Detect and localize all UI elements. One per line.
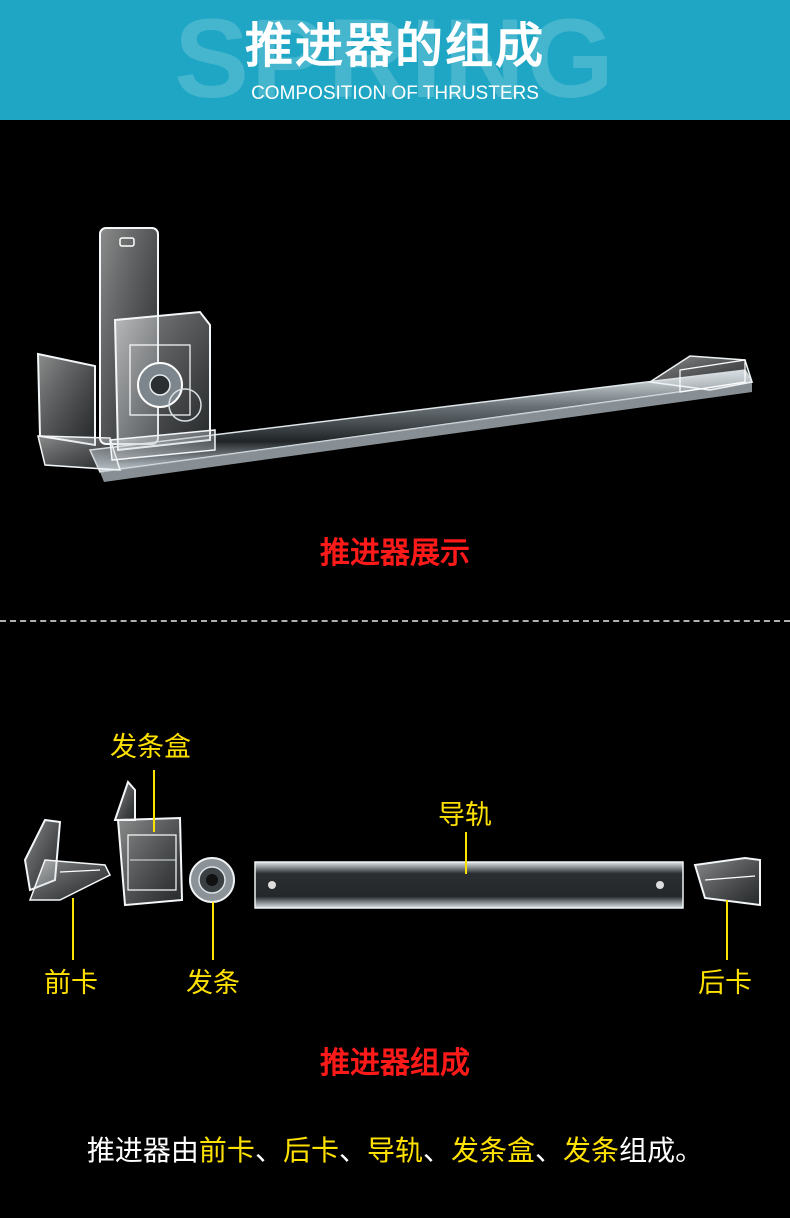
page-subtitle: COMPOSITION OF THRUSTERS (251, 83, 539, 104)
summary-separator: 、 (423, 1134, 452, 1167)
summary-separator: 、 (254, 1134, 283, 1167)
rail-part (254, 861, 684, 909)
back-clip-pointer (726, 900, 728, 960)
summary-spring: 发条 (563, 1134, 620, 1167)
summary-rail: 导轨 (366, 1134, 423, 1167)
summary-suffix: 组成。 (619, 1134, 704, 1167)
summary-text: 推进器由前卡、后卡、导轨、发条盒、发条组成。 (0, 1133, 790, 1169)
rail-pointer (465, 832, 467, 874)
summary-separator: 、 (535, 1134, 564, 1167)
summary-prefix: 推进器由 (86, 1134, 199, 1167)
summary-back-clip: 后卡 (282, 1134, 339, 1167)
spring-part (189, 857, 235, 903)
summary-spring-box: 发条盒 (451, 1134, 536, 1167)
back-clip-part (693, 856, 761, 907)
header-banner: SPRING 推进器的组成 COMPOSITION OF THRUSTERS (0, 0, 790, 120)
spring-box-pointer (153, 770, 155, 832)
page-title: 推进器的组成 (244, 18, 545, 74)
label-front-clip: 前卡 (44, 968, 98, 999)
front-clip-part (23, 818, 112, 901)
label-spring: 发条 (186, 968, 240, 999)
spring-pointer (212, 902, 214, 960)
assembled-thruster-image (36, 227, 754, 482)
label-rail: 导轨 (438, 800, 492, 831)
label-spring-box: 发条盒 (110, 732, 191, 763)
front-clip-pointer (72, 898, 74, 960)
background-word: SPRING (174, 0, 616, 120)
summary-separator: 、 (338, 1134, 367, 1167)
exploded-parts-image (23, 780, 761, 909)
composition-caption: 推进器组成 (320, 1046, 470, 1081)
summary-front-clip: 前卡 (198, 1134, 255, 1167)
display-caption: 推进器展示 (320, 536, 470, 571)
spring-box-part (113, 780, 184, 907)
label-back-clip: 后卡 (698, 968, 752, 999)
dashed-divider (0, 620, 790, 622)
